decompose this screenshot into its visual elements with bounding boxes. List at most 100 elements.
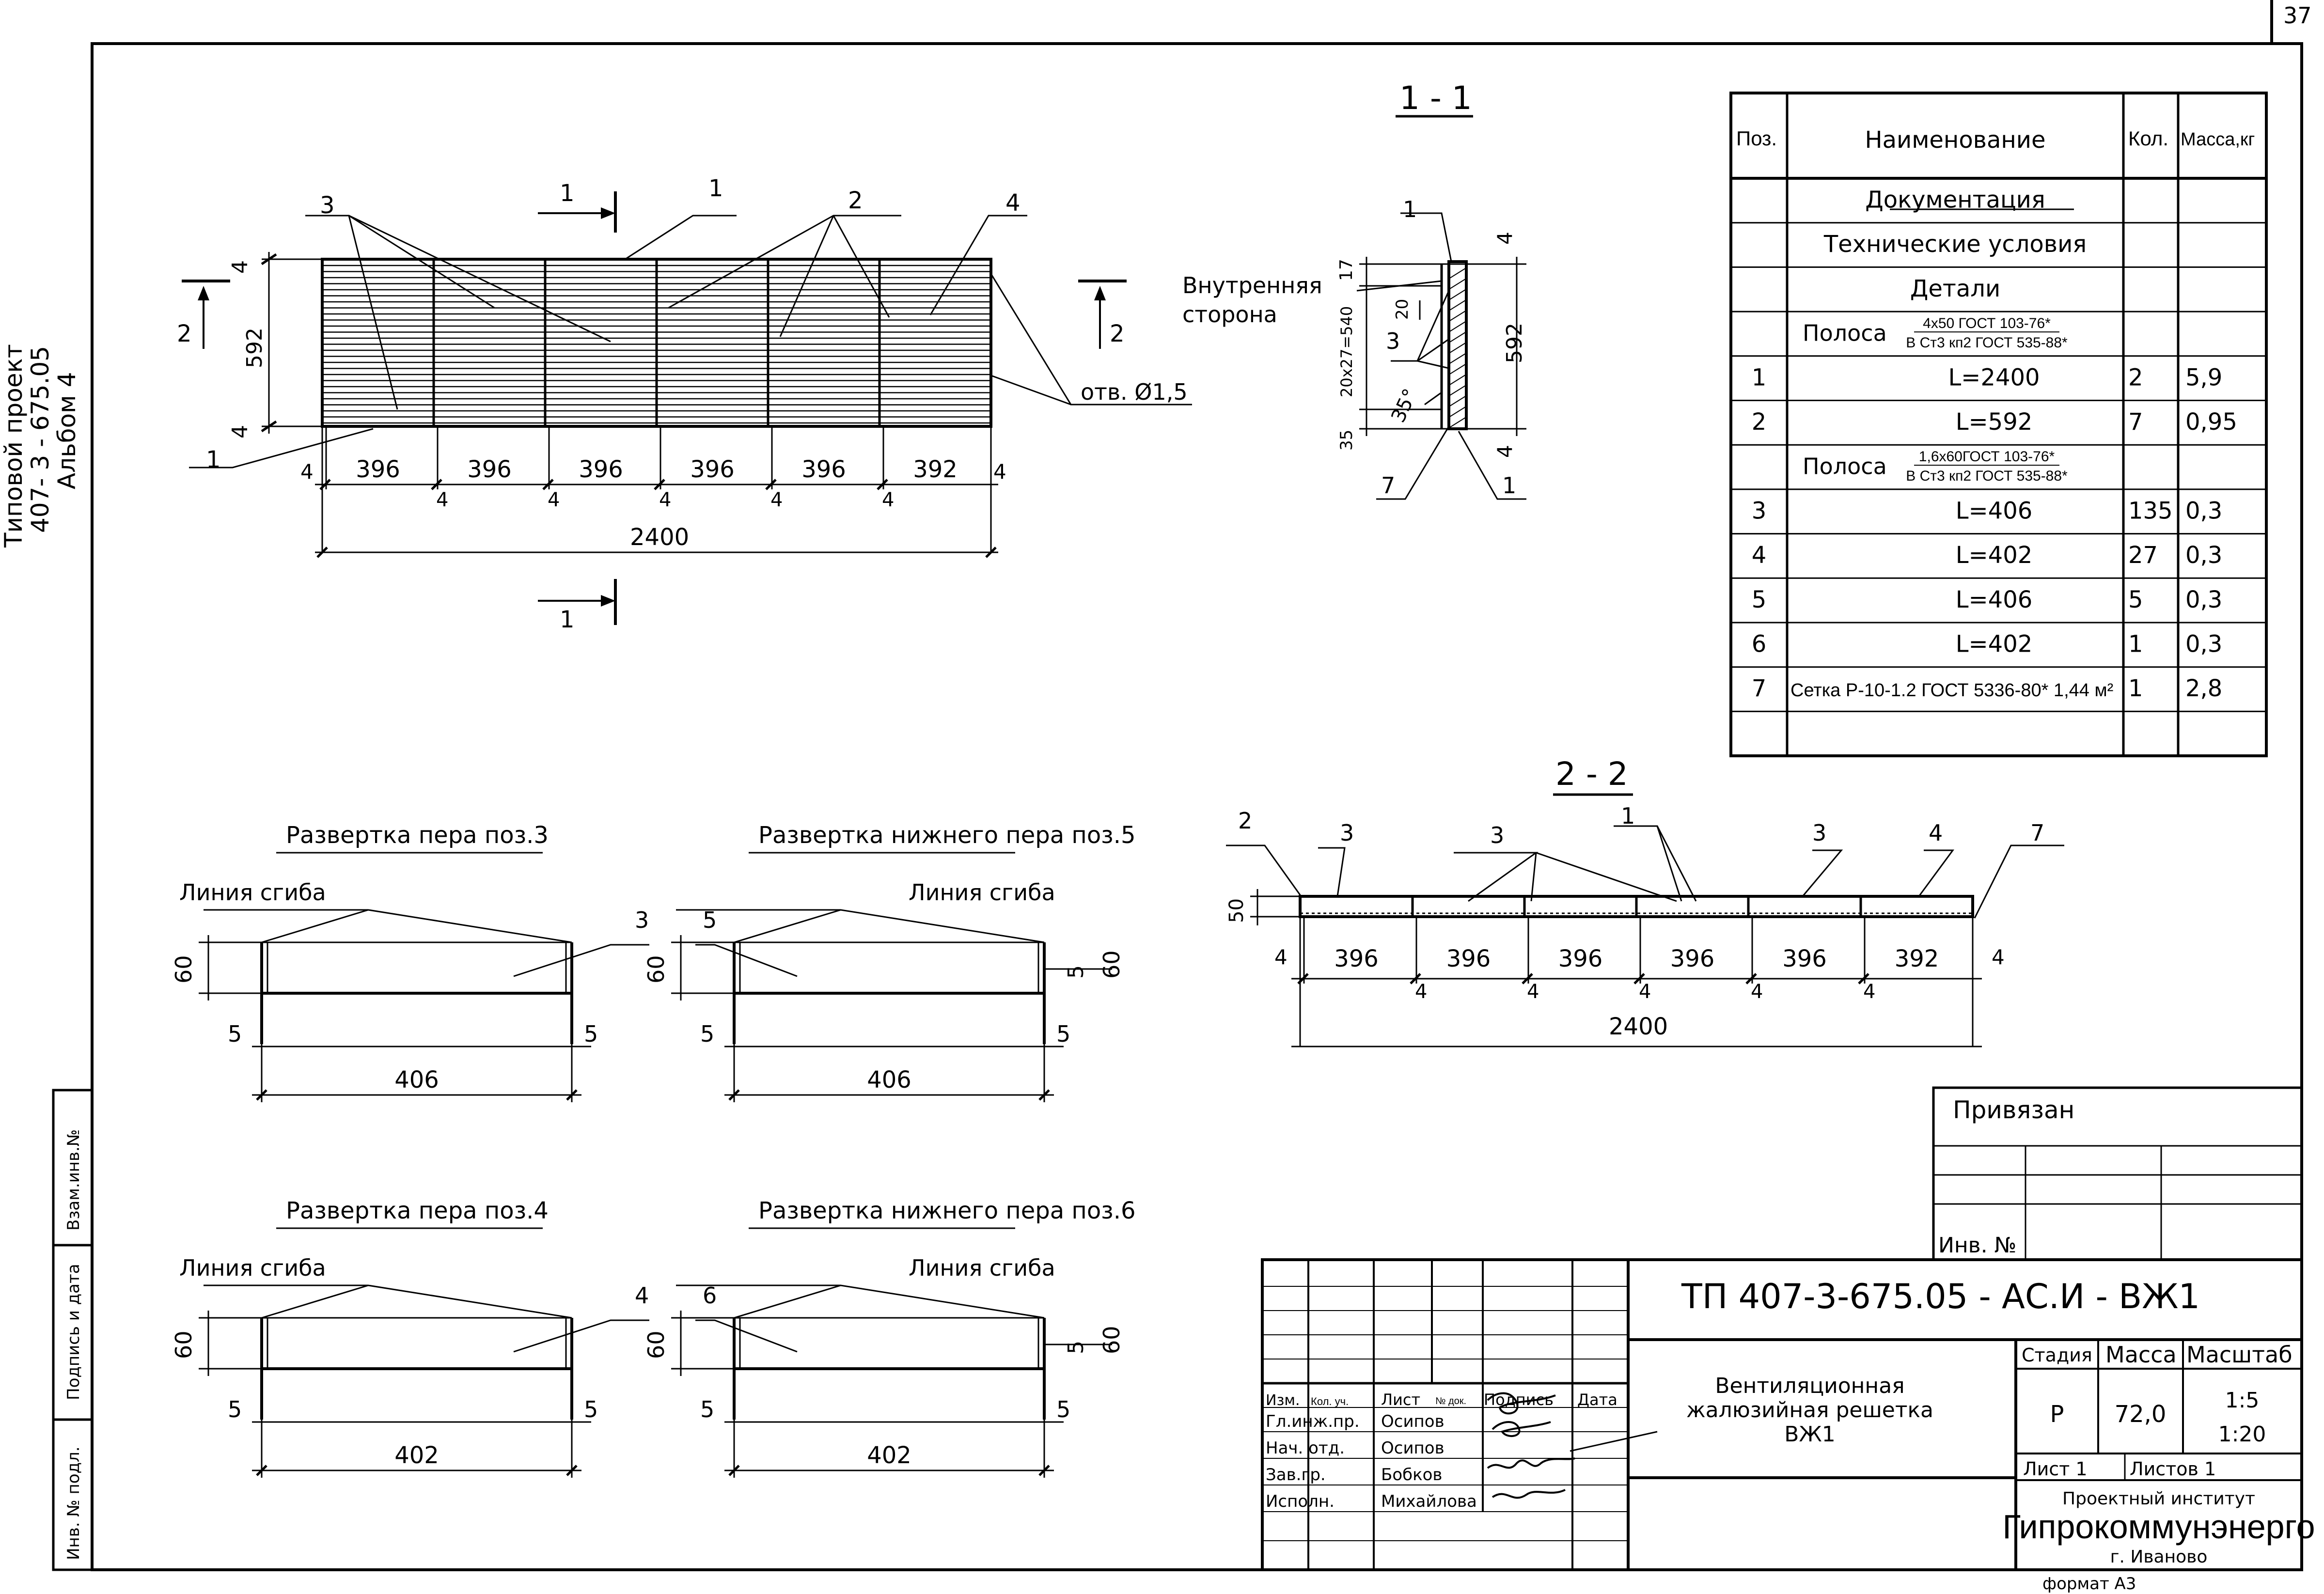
- spec-name: L=402: [1956, 631, 2033, 658]
- development-height: 60: [643, 1330, 669, 1359]
- sec22-gap-dim: 4: [1415, 981, 1427, 1003]
- org-line2: Гипрокоммунэнерго: [2002, 1508, 2315, 1546]
- inner-side-line1: Внутренняя: [1182, 272, 1322, 298]
- person-name: Бобков: [1381, 1465, 1442, 1485]
- header-izm: Изм.: [1266, 1392, 1300, 1409]
- person-name: Осипов: [1381, 1438, 1445, 1458]
- sec11-label-7: 7: [1381, 472, 1395, 499]
- development-side-dim: 5: [228, 1396, 242, 1422]
- development-tab-dim: 5: [1064, 1341, 1088, 1354]
- front-span-dim: 396: [356, 456, 400, 483]
- section-1-1-labels: 1 - 1 Внутренняя сторона 1 3 7 1 17 20 2…: [1182, 79, 1527, 499]
- sec22-label-3a: 3: [1340, 820, 1354, 846]
- spec-pos: 5: [1752, 586, 1767, 613]
- front-label-1-bottom: 1: [206, 446, 221, 473]
- sec22-dim-50: 50: [1225, 898, 1248, 923]
- scale-value-2: 1:20: [2218, 1422, 2266, 1447]
- development-height: 60: [643, 955, 669, 984]
- development-length: 406: [394, 1066, 439, 1094]
- development-title: Развертка пера поз.4: [286, 1197, 549, 1224]
- spec-table: [1729, 92, 2268, 757]
- section-1-1-title: 1 - 1: [1399, 79, 1472, 117]
- spec-frac-bottom: В Ст3 кп2 ГОСТ 535-88*: [1906, 468, 2068, 484]
- sec11-label-1: 1: [1403, 196, 1417, 222]
- development-side-dim: 5: [700, 1396, 714, 1422]
- stage-header: Стадия: [2022, 1344, 2092, 1366]
- side-stamp-podpis: Подпись и дата: [64, 1264, 83, 1400]
- header-list: Лист: [1381, 1391, 1420, 1409]
- spec-frac-bottom: В Ст3 кп2 ГОСТ 535-88*: [1906, 335, 2068, 351]
- development-height: 60: [171, 955, 197, 984]
- front-label-3: 3: [320, 192, 335, 219]
- section-mark-1-bottom: 1: [560, 606, 575, 633]
- person-role: Нач. отд.: [1266, 1438, 1345, 1458]
- spec-name: L=406: [1956, 586, 2033, 613]
- spec-name: L=406: [1956, 497, 2033, 524]
- spec-name: Полоса: [1803, 320, 1887, 346]
- side-title-line2: 407- 3 - 675.05: [26, 346, 54, 533]
- person-name: Михайлова: [1381, 1492, 1477, 1511]
- spec-frac-top: 4x50 ГОСТ 103-76*: [1923, 315, 2051, 331]
- front-span-dim: 396: [690, 456, 735, 483]
- person-role: Исполн.: [1266, 1492, 1335, 1511]
- spec-qty: 135: [2128, 497, 2173, 524]
- spec-name: Детали: [1910, 275, 2000, 302]
- development-title: Развертка нижнего пера поз.6: [758, 1197, 1136, 1224]
- spec-mass: 0,3: [2185, 586, 2222, 613]
- front-dim-total: 2400: [630, 524, 689, 551]
- spec-name: Технические условия: [1823, 231, 2087, 258]
- spec-mass: 0,95: [2185, 408, 2237, 436]
- front-span-dim: 396: [579, 456, 623, 483]
- inner-side-line2: сторона: [1182, 301, 1277, 328]
- development-title: Развертка пера поз.3: [286, 822, 549, 849]
- front-span-dim: 396: [801, 456, 846, 483]
- development-pos-label: 5: [703, 907, 717, 933]
- spec-mass: 0,3: [2185, 497, 2222, 524]
- development-side-dim: 5: [584, 1021, 598, 1047]
- person-role: Зав.гр.: [1266, 1465, 1326, 1485]
- spec-name: Сетка Р-10-1.2 ГОСТ 5336-80* 1,44 м²: [1790, 680, 2113, 701]
- sec22-label-1: 1: [1621, 803, 1635, 829]
- spec-table-text: Поз. Наименование Кол. Масса,кг Документ…: [1736, 126, 2255, 702]
- front-label-4: 4: [1005, 189, 1021, 217]
- front-gap-dim: 4: [770, 489, 783, 511]
- spec-name: Документация: [1865, 187, 2045, 214]
- person-role: Гл.инж.пр.: [1266, 1412, 1360, 1431]
- sec11-dim-4-top: 4: [1493, 232, 1517, 245]
- sec22-span-dim: 392: [1895, 945, 1939, 972]
- spec-pos: 4: [1752, 542, 1767, 569]
- sec22-dim-4-right: 4: [1992, 945, 2005, 969]
- front-gap-dim: 4: [548, 489, 560, 511]
- front-dim-4-right: 4: [993, 460, 1006, 484]
- development-side-dim: 5: [584, 1396, 598, 1422]
- sec11-label-3: 3: [1386, 328, 1400, 354]
- spec-qty: 1: [2128, 675, 2143, 702]
- front-dim-4-left: 4: [300, 460, 314, 484]
- side-title-line3: Альбом 4: [53, 372, 81, 489]
- person-name: Осипов: [1381, 1412, 1445, 1431]
- development-side-dim: 5: [700, 1021, 714, 1047]
- privyazan-box: [1932, 1086, 2302, 1260]
- scale-header: Масштаб: [2186, 1342, 2293, 1368]
- development-height-right: 60: [1099, 1326, 1125, 1354]
- development-title: Развертка нижнего пера поз.5: [758, 822, 1136, 849]
- spec-name: L=402: [1956, 542, 2033, 569]
- sec22-label-3c: 3: [1812, 820, 1826, 846]
- header-data: Дата: [1577, 1391, 1617, 1409]
- sec22-gap-dim: 4: [1751, 981, 1763, 1003]
- stage-value: Р: [2050, 1401, 2064, 1428]
- sheet-count: Листов 1: [2130, 1458, 2216, 1480]
- sec11-dim-20: 20: [1393, 299, 1412, 320]
- sec22-gap-dim: 4: [1639, 981, 1651, 1003]
- sec22-gap-dim: 4: [1527, 981, 1539, 1003]
- section-2-2-title: 2 - 2: [1555, 755, 1628, 793]
- spec-mass: 2,8: [2185, 675, 2222, 702]
- sheet-number: Лист 1: [2023, 1458, 2088, 1480]
- format-label: формат А3: [2042, 1574, 2136, 1594]
- sec22-label-4: 4: [1929, 820, 1943, 846]
- spec-qty: 7: [2128, 408, 2143, 436]
- spec-pos: 7: [1752, 675, 1767, 702]
